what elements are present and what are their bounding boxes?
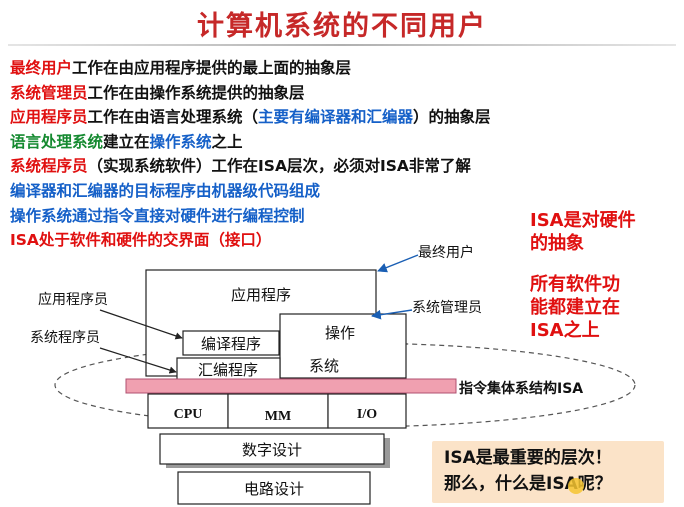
bullet-line: 应用程序员工作在由语言处理系统（主要有编译器和汇编器）的抽象层 (10, 105, 491, 130)
line-segment: ISA处于软件和硬件的交界面（接口） (10, 231, 272, 250)
line-segment: 系统程序员 (10, 157, 88, 176)
line-segment: 建立在 (103, 132, 150, 151)
os-label-line1: 操作 (325, 324, 355, 342)
line-segment: 工作在由操作系统提供的抽象层 (87, 83, 305, 102)
compiler-label: 编译程序 (201, 335, 261, 353)
isa-callout: ISA是最重要的层次！ 那么，什么是ISA呢？ (432, 441, 664, 503)
end-user-label: 最终用户 (418, 244, 474, 261)
assembler-label: 汇编程序 (198, 361, 258, 379)
bullet-line: 编译器和汇编器的目标程序由机器级代码组成 (10, 179, 491, 204)
app-programmer-label: 应用程序员 (38, 291, 108, 308)
os-label-line2: 系统 (309, 357, 339, 375)
line-segment: ）的抽象层 (413, 108, 491, 127)
line-segment: （实现系统软件）工作在ISA层次，必须对ISA非常了解 (87, 157, 471, 176)
circuit-design-box (177, 471, 371, 505)
end-user-arrow (377, 254, 419, 273)
line-segment: 应用程序员 (10, 108, 88, 127)
bullet-line: 语言处理系统建立在操作系统之上 (10, 130, 491, 155)
title-divider (8, 44, 676, 46)
line-segment: 系统管理员 (10, 83, 88, 102)
bullet-line: 操作系统通过指令直接对硬件进行编程控制 (10, 204, 491, 229)
bullet-line: ISA处于软件和硬件的交界面（接口） (10, 228, 491, 253)
line-segment: 工作在由应用程序提供的最上面的抽象层 (72, 59, 352, 77)
line-segment: 操作系统 (149, 132, 212, 151)
digital-design-box (159, 433, 385, 465)
line-segment: 编译器和汇编器的目标程序由机器级代码组成 (10, 181, 321, 200)
io-box (327, 393, 407, 429)
line-segment: 最终用户 (10, 59, 73, 77)
note-software-on-isa: 所有软件功 能都建立在 ISA之上 (530, 273, 620, 342)
cpu-box (147, 393, 229, 429)
isa-label: 指令集体系结构ISA (459, 380, 583, 397)
io-label: I/O (357, 407, 377, 422)
line-segment: 操作系统通过指令直接对硬件进行编程控制 (10, 206, 305, 225)
bullet-lines: 最终用户工作在由应用程序提供的最上面的抽象层系统管理员工作在由操作系统提供的抽象… (10, 56, 491, 253)
sys-admin-label: 系统管理员 (412, 300, 482, 316)
digital-design-label: 数字设计 (242, 441, 302, 459)
line-segment: 主要有编译器和汇编器 (258, 108, 414, 127)
note-isa-abstraction: ISA是对硬件 的抽象 (530, 209, 636, 255)
note-software-line2: 能都建立在 (530, 297, 620, 318)
note-software-line1: 所有软件功 (530, 274, 620, 295)
pointer-highlight (568, 478, 584, 494)
abstraction-layers-diagram: 应用程序 操作 系统 编译程序 汇编程序 指令集体系结构ISA CPU MM I… (30, 244, 636, 505)
line-segment: 语言处理系统 (10, 132, 104, 151)
bullet-line: 最终用户工作在由应用程序提供的最上面的抽象层 (10, 56, 491, 81)
sys-admin-arrow (371, 309, 413, 320)
application-label: 应用程序 (231, 286, 291, 304)
slide-title: 计算机系统的不同用户 (197, 11, 487, 42)
sys-programmer-arrow (99, 347, 177, 374)
line-segment: 工作在由语言处理系统（ (87, 108, 259, 127)
bullet-line: 系统管理员工作在由操作系统提供的抽象层 (10, 81, 491, 106)
line-segment: 之上 (211, 132, 243, 151)
app-programmer-arrow (99, 309, 183, 340)
bullet-line: 系统程序员（实现系统软件）工作在ISA层次，必须对ISA非常了解 (10, 154, 491, 179)
cpu-label: CPU (174, 407, 203, 422)
note-isa-abstraction-line1: ISA是对硬件 (530, 210, 636, 231)
note-isa-abstraction-line2: 的抽象 (530, 233, 584, 254)
callout-line1: ISA是最重要的层次！ (444, 448, 612, 468)
mm-label: MM (265, 409, 291, 424)
mm-box (227, 393, 329, 429)
isa-bar (125, 378, 457, 394)
compiler-box (182, 330, 280, 356)
os-box (279, 313, 407, 379)
circuit-design-label: 电路设计 (244, 480, 304, 498)
callout-line2: 那么，什么是ISA呢？ (444, 474, 612, 494)
note-software-line3: ISA之上 (530, 320, 600, 341)
sys-programmer-label: 系统程序员 (30, 330, 100, 346)
